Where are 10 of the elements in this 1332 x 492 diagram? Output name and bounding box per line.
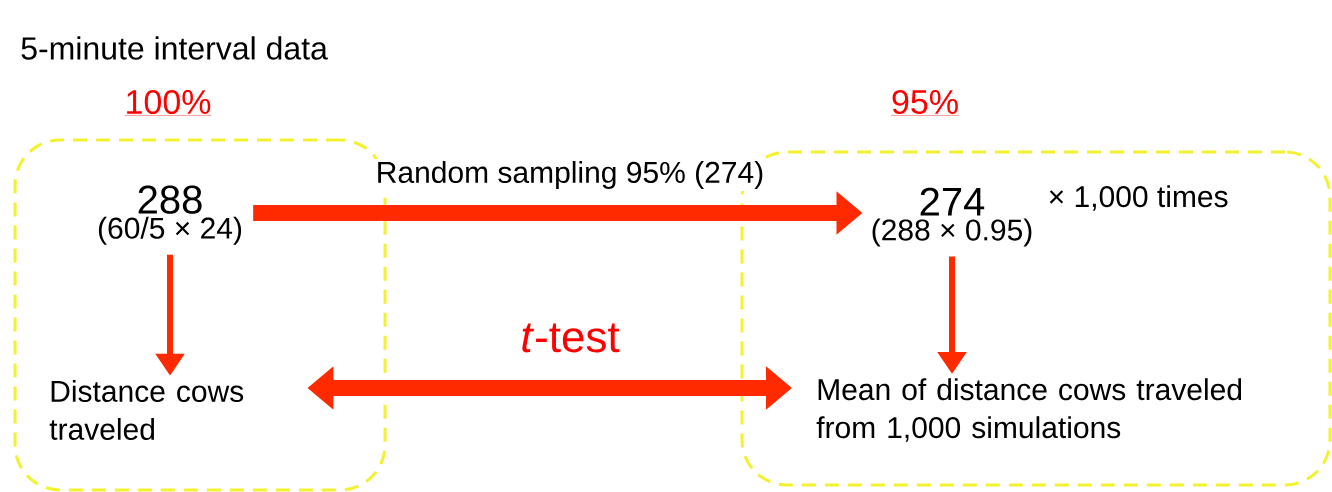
result-label: Mean of distance cows traveled from 1,000 simulations	[816, 378, 1242, 442]
edge-label: t-test	[518, 321, 622, 355]
value-label: 288 (60/5 × 24)	[98, 185, 242, 245]
value-label: 274 (288 × 0.95)	[872, 187, 1032, 247]
edge-label: Random sampling 95% (274)	[373, 159, 767, 191]
result-label: Distance cows traveled	[49, 380, 244, 440]
node-label: 95%	[892, 89, 958, 115]
node-label: 100%	[127, 89, 211, 115]
title: 5-minute interval data	[21, 36, 328, 60]
note-label: × 1,000 times	[1049, 185, 1228, 211]
